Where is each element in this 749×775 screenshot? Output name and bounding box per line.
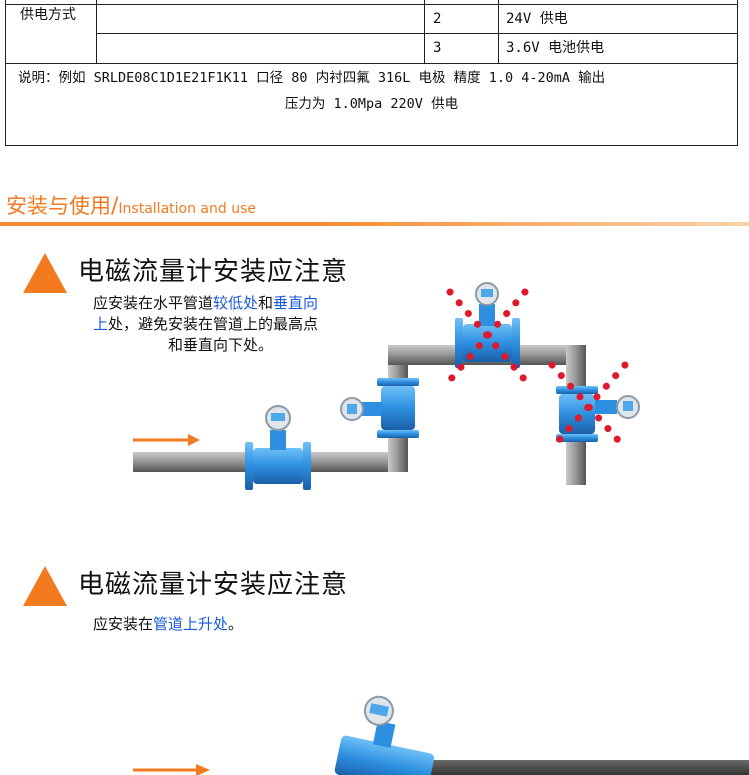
table-cell-desc: 24V 供电 xyxy=(506,11,568,27)
notice2-highlight-rising: 管道上升处 xyxy=(153,615,229,633)
warning-triangle-icon xyxy=(23,253,67,293)
pipe-segment xyxy=(430,760,749,775)
table-rule xyxy=(96,0,97,63)
notice1-text-part: 应安装在水平管道 xyxy=(93,294,214,312)
flow-meter-icon xyxy=(334,695,435,775)
section-title-cn: 安装与使用 xyxy=(6,194,111,218)
section-title: 安装与使用/Installation and use xyxy=(6,192,256,223)
flow-meter-icon xyxy=(455,282,520,368)
section-title-slash: / xyxy=(111,194,119,219)
flow-arrow-icon xyxy=(133,434,200,446)
notice2-text-part: 。 xyxy=(228,615,244,633)
notice1-line1: 应安装在水平管道较低处和垂直向 xyxy=(93,293,393,314)
flow-meter-icon xyxy=(556,386,640,442)
table-note-line1: 说明：例如 SRLDE08C1D1E21F1K11 口径 80 内衬四氟 316… xyxy=(18,70,606,86)
table-rule xyxy=(6,63,737,64)
wrong-position-cross-icon xyxy=(548,361,629,452)
table-cell-code: 2 xyxy=(433,11,442,27)
table-cell-desc: 3.6V 电池供电 xyxy=(506,40,605,56)
table-cell-code: 3 xyxy=(433,40,442,56)
notice1-heading: 电磁流量计安装应注意 xyxy=(78,257,349,287)
notice2-heading: 电磁流量计安装应注意 xyxy=(78,570,349,600)
table-rule xyxy=(96,33,737,34)
flow-meter-icon xyxy=(340,378,419,438)
pipe-diagram-1 xyxy=(133,282,640,490)
notice1-text: 应安装在水平管道较低处和垂直向 上处，避免安装在管道上的最高点 和垂直向下处。 xyxy=(93,293,393,356)
table-rule xyxy=(498,0,499,63)
notice1-text-part: 处，避免安装在管道上的最高点 xyxy=(108,315,319,333)
flow-arrow-icon xyxy=(133,764,210,775)
notice2-text: 应安装在管道上升处。 xyxy=(93,614,243,635)
flow-meter-icon xyxy=(245,405,311,490)
wrong-position-cross-icon xyxy=(446,288,529,384)
section-title-en: Installation and use xyxy=(118,201,256,217)
table-rule xyxy=(424,0,425,63)
warning-triangle-icon xyxy=(23,566,67,606)
notice1-highlight-up: 上 xyxy=(93,315,109,333)
notice1-text-part: 和 xyxy=(258,294,274,312)
table-rule xyxy=(6,4,737,5)
notice1-highlight-vertical: 垂直向 xyxy=(273,294,319,312)
table-row-label: 供电方式 xyxy=(20,7,76,23)
spec-table: 供电方式 2 24V 供电 3 3.6V 电池供电 说明：例如 SRLDE08C… xyxy=(5,0,738,146)
section-rule xyxy=(0,222,749,226)
pipe-diagram-2 xyxy=(133,695,749,775)
notice2-text-part: 应安装在 xyxy=(93,615,154,633)
notice1-line2: 上处，避免安装在管道上的最高点 xyxy=(93,314,393,335)
notice1-highlight-low: 较低处 xyxy=(213,294,259,312)
notice1-line3: 和垂直向下处。 xyxy=(168,336,274,354)
table-note-line2: 压力为 1.0Mpa 220V 供电 xyxy=(284,96,459,112)
